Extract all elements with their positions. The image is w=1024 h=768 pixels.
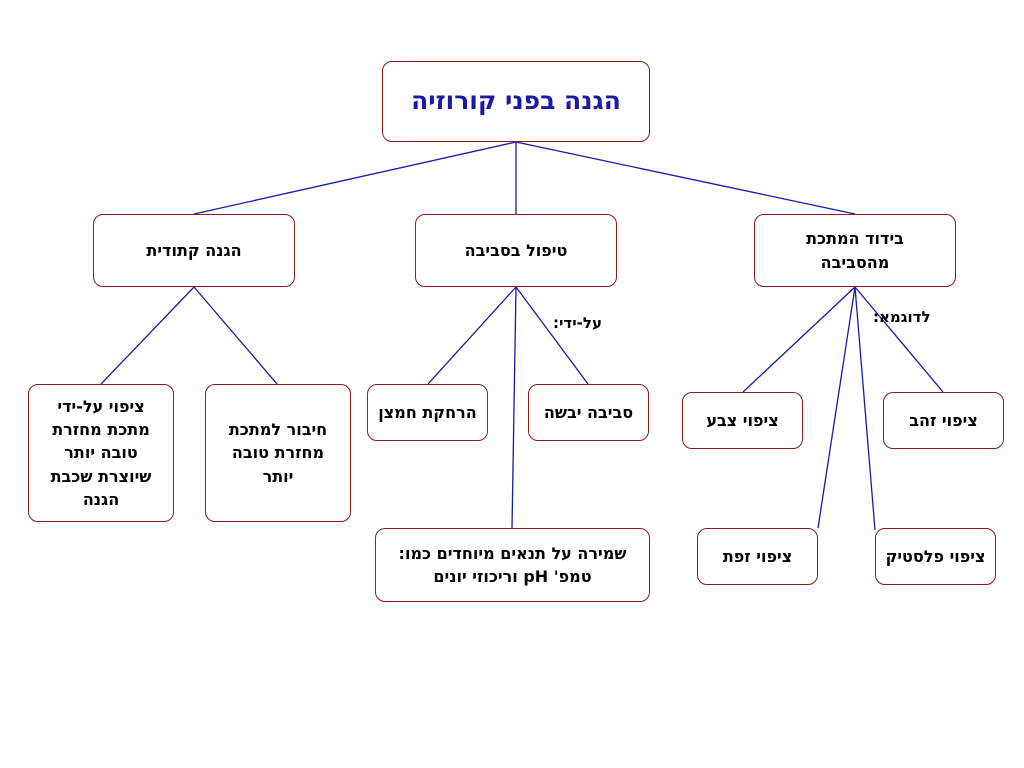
leaf-dry-environment: סביבה יבשה [528,384,649,441]
line-environment-conditions [511,286,517,529]
line-root-cathodic [193,141,517,215]
note-by-means: על-ידי: [553,314,602,332]
node-metal-isolation: בידוד המתכת מהסביבה [754,214,956,287]
leaf-gold-coating: ציפוי זהב [883,392,1004,449]
leaf-sacrificial-coating: ציפוי על-ידי מתכת מחזרת טובה יותר שיוצרת… [28,384,174,522]
line-isolation-plastic [854,286,876,531]
leaf-tar-coating: ציפוי זפת [697,528,818,585]
line-isolation-tar [817,286,856,529]
line-environment-oxygen [427,286,517,385]
line-root-isolation [515,141,856,215]
note-example: לדוגמא: [873,308,931,326]
leaf-connect-reducing-metal: חיבור למתכת מחזרת טובה יותר [205,384,351,522]
line-environment-dry [515,286,589,385]
root-node: הגנה בפני קורוזיה [382,61,650,142]
leaf-oxygen-removal: הרחקת חמצן [367,384,488,441]
line-cathodic-connect [193,286,278,385]
node-cathodic-protection: הגנה קתודית [93,214,295,287]
leaf-special-conditions: שמירה על תנאים מיוחדים כמו: טמפ' pH וריכ… [375,528,650,602]
line-isolation-paint [742,286,856,393]
leaf-paint-coating: ציפוי צבע [682,392,803,449]
line-isolation-gold [854,286,944,393]
line-cathodic-coating [100,286,195,385]
node-environment-treatment: טיפול בסביבה [415,214,617,287]
leaf-plastic-coating: ציפוי פלסטיק [875,528,996,585]
